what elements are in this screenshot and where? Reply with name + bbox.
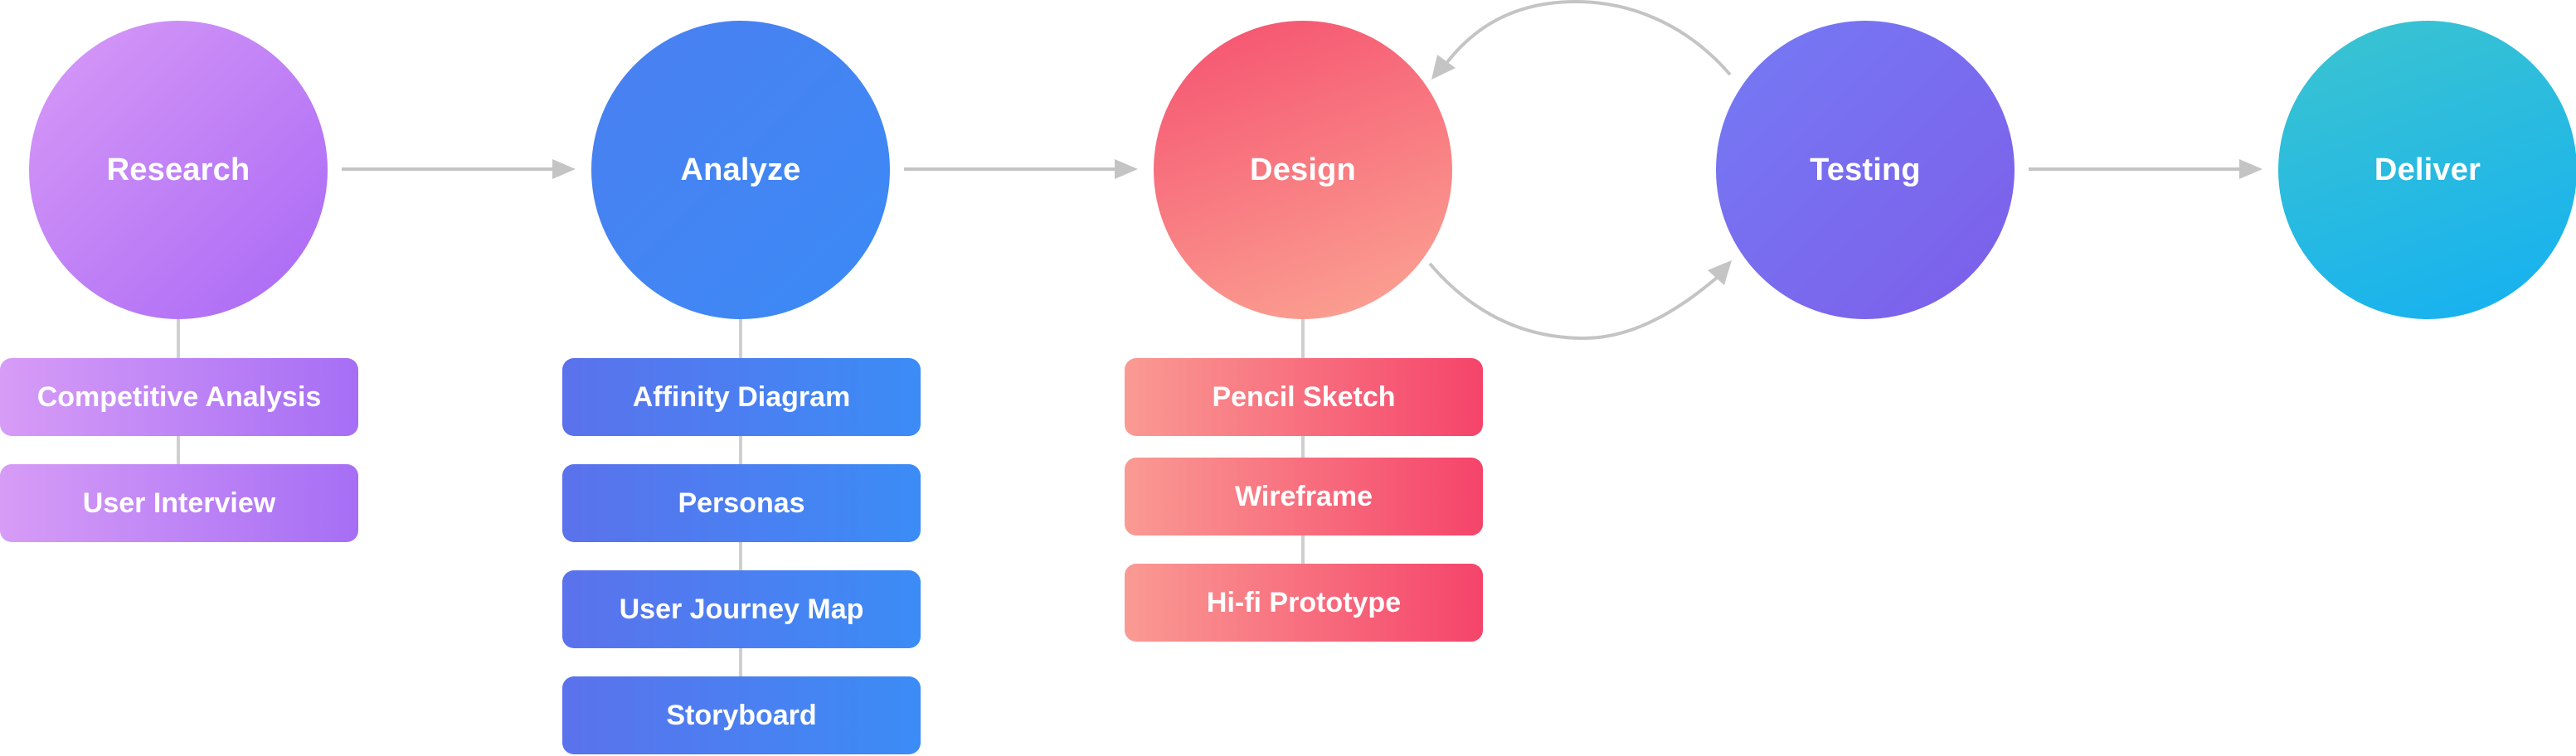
stage-design-label: Design [1250, 152, 1356, 187]
step-hi-fi-prototype: Hi-fi Prototype [1125, 564, 1483, 642]
step-pencil-sketch: Pencil Sketch [1125, 358, 1483, 436]
arrow-research-to-analyze [342, 159, 576, 179]
step-label: Hi-fi Prototype [1206, 586, 1402, 618]
step-personas: Personas [562, 464, 921, 542]
step-label: User Interview [82, 487, 276, 519]
stage-testing-label: Testing [1810, 152, 1921, 187]
step-label: Pencil Sketch [1212, 380, 1396, 413]
step-label: User Journey Map [619, 593, 864, 625]
arrow-design-to-testing [1428, 260, 1732, 341]
stage-analyze-label: Analyze [680, 152, 801, 187]
stage-design: Design [1154, 21, 1452, 319]
step-affinity-diagram: Affinity Diagram [562, 358, 921, 436]
arrow-testing-to-design [1431, 0, 1732, 80]
step-storyboard: Storyboard [562, 676, 921, 754]
stage-deliver: Deliver [2278, 21, 2576, 319]
stage-research: Research [29, 21, 328, 319]
stage-analyze: Analyze [591, 21, 890, 319]
step-user-journey-map: User Journey Map [562, 570, 921, 648]
stage-testing: Testing [1716, 21, 2015, 319]
arrow-testing-to-deliver [2029, 159, 2263, 179]
arrow-analyze-to-design [904, 159, 1138, 179]
step-label: Affinity Diagram [632, 380, 851, 413]
step-label: Storyboard [666, 699, 817, 731]
step-competitive-analysis: Competitive Analysis [0, 358, 358, 436]
step-wireframe: Wireframe [1125, 458, 1483, 536]
stage-research-label: Research [106, 152, 250, 187]
stage-deliver-label: Deliver [2374, 152, 2481, 187]
step-user-interview: User Interview [0, 464, 358, 542]
step-label: Wireframe [1235, 480, 1373, 512]
step-label: Personas [678, 487, 805, 519]
step-label: Competitive Analysis [36, 380, 322, 413]
